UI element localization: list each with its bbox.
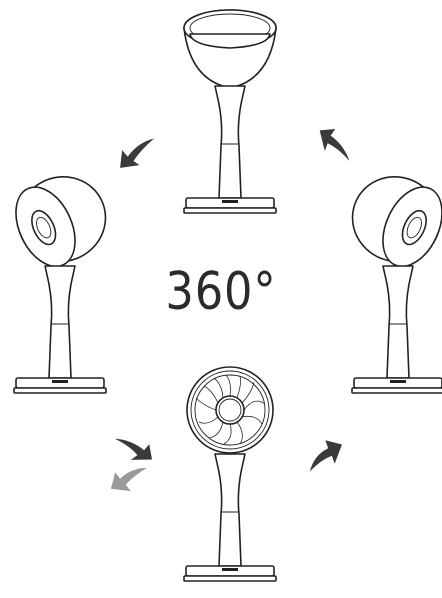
arrow-bottom-left-icon	[114, 438, 153, 460]
arrow-top-right-icon	[319, 129, 350, 161]
fan-right-view	[351, 175, 442, 394]
fan-left-view	[13, 175, 107, 394]
arrow-top-left-icon	[120, 138, 155, 168]
fan-top-view	[183, 9, 277, 214]
arrow-bottom-right-icon	[309, 440, 343, 472]
rotation-angle-label: 360°	[165, 262, 277, 322]
fan-front-view	[183, 366, 277, 582]
arrow-bottom-left-secondary-icon	[110, 467, 148, 492]
